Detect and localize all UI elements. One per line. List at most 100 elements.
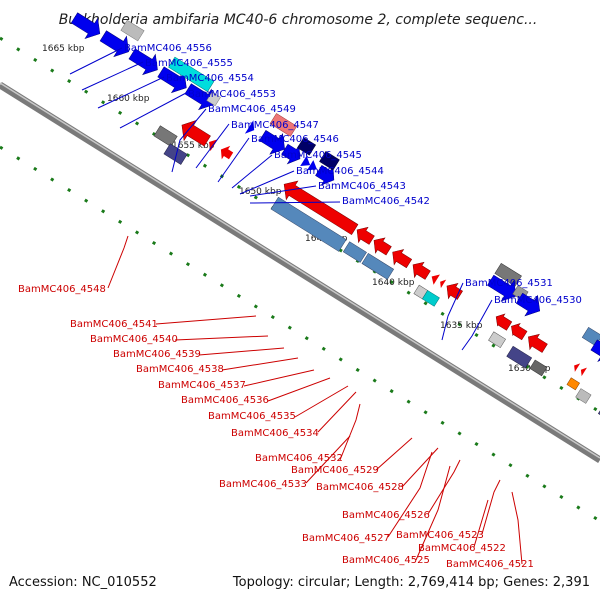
label-leader-line [69,47,123,75]
chromosome-backbone-highlight [0,82,600,459]
reverse-gene-labels: BamMC406_4548 BamMC406_4541 BamMC406_454… [18,284,534,570]
gene-arrow-reverse[interactable] [571,361,581,372]
gene-block-slate[interactable] [163,143,188,165]
gene-label[interactable]: BamMC406_4546 [251,134,339,145]
reverse-label-leaders [107,235,523,565]
gene-label[interactable]: BamMC406_4521 [446,559,534,570]
gene-arrow-forward[interactable] [182,79,220,115]
gene-arrow-forward[interactable] [513,288,546,321]
gene-label[interactable]: BamMC406_4555 [145,58,233,69]
gene-block-gray[interactable] [120,19,145,42]
ruler-label: 1640 kbp [372,278,415,288]
label-leader-line [305,435,351,484]
gene-label[interactable]: BamMC406_4542 [342,196,430,207]
gene-label[interactable]: BamMC406_4532 [255,453,343,464]
gene-arrow-reverse[interactable] [437,277,447,289]
label-leader-line [81,61,144,91]
gene-label[interactable]: BamMC406_4534 [231,428,319,439]
gene-arrow-reverse[interactable] [492,311,513,331]
gene-label[interactable]: BamMC406_4541 [70,319,158,330]
gene-block-gray[interactable] [488,331,506,349]
gene-arrow-reverse[interactable] [387,245,413,271]
gene-label[interactable]: BamMC406_4536 [181,395,269,406]
gene-arrow-reverse[interactable] [508,320,529,341]
label-leader-line [195,123,230,169]
gene-arrow-forward[interactable] [279,140,306,168]
gene-label[interactable]: BamMC406_4556 [124,43,212,54]
gene-label[interactable]: BamMC406_4545 [274,150,362,161]
gene-label[interactable]: BamMC406_4537 [158,380,246,391]
gene-arrow-reverse[interactable] [369,234,394,259]
gene-arrow-reverse[interactable] [408,258,433,283]
gene-arrow-forward[interactable] [306,160,320,174]
gene-arrow-reverse[interactable] [428,271,440,285]
gene-block-cyan[interactable] [421,290,440,307]
gene-label[interactable]: BamMC406_4523 [396,530,484,541]
gene-label[interactable]: BamMC406_4543 [318,181,406,192]
gene-arrow-reverse[interactable] [352,223,377,248]
label-leader-line [171,108,207,173]
gene-arrow-reverse[interactable] [217,143,236,163]
gene-label[interactable]: BamMC406_4527 [302,533,390,544]
gene-label[interactable]: BamMC406_4535 [208,411,296,422]
gene-label[interactable]: BamMC406_4553 [188,89,276,100]
gene-arrow-forward[interactable] [300,155,313,170]
gene-label[interactable]: BamMC406_4531 [465,278,553,289]
gene-arrow-forward[interactable] [484,270,522,306]
gene-arrow-forward[interactable] [256,125,291,159]
gene-arrow-forward[interactable] [244,120,259,137]
gene-arrow-reverse[interactable] [578,365,587,377]
forward-label-leaders [69,47,493,351]
gene-label[interactable]: BamMC406_4528 [316,482,404,493]
ruler-label: 1660 kbp [107,94,150,104]
gene-block-slate[interactable] [506,345,533,369]
gene-label[interactable]: BamMC406_4544 [296,166,384,177]
forward-strand-genes [68,8,600,366]
gene-arrow-forward[interactable] [97,26,135,62]
label-leader-line [267,377,331,402]
gene-label[interactable]: BamMC406_4530 [494,295,582,306]
gene-label[interactable]: BamMC406_4547 [231,120,319,131]
gene-block-steelblue[interactable] [342,241,367,263]
gene-arrow-forward[interactable] [588,335,600,366]
gene-label[interactable]: BamMC406_4540 [90,334,178,345]
gene-block-navy[interactable] [297,137,317,156]
gene-arrow-forward[interactable] [126,44,164,80]
gene-label[interactable]: BamMC406_4525 [342,555,430,566]
gene-label[interactable]: BamMC406_4533 [219,479,307,490]
gene-arrow-forward[interactable] [68,8,106,44]
gene-label[interactable]: BamMC406_4522 [418,543,506,554]
gene-label[interactable]: BamMC406_4548 [18,284,106,295]
label-leader-line [243,369,315,387]
gene-label[interactable]: BamMC406_4538 [136,364,224,375]
gene-block-gray[interactable] [529,359,548,377]
gene-label[interactable]: BamMC406_4539 [113,349,201,360]
gene-label[interactable]: BamMC406_4526 [342,510,430,521]
gene-label[interactable]: BamMC406_4529 [291,465,379,476]
gene-block-pink[interactable] [269,113,298,137]
gene-block-gray[interactable] [206,91,221,107]
gene-arrow-reverse[interactable] [442,279,465,303]
gene-block-gray[interactable] [494,262,522,287]
gene-block-gray[interactable] [153,125,178,147]
gene-block-navy[interactable] [319,151,340,171]
label-leader-line [317,391,357,433]
gene-block-gray[interactable] [575,388,592,404]
ruler-label: 1665 kbp [42,44,85,54]
label-leader-line [221,357,299,371]
gene-label[interactable]: BamMC406_4549 [208,104,296,115]
topology-text: Topology: circular; Length: 2,769,414 bp… [232,575,590,590]
ruler-label: 1630 kbp [508,364,551,374]
gene-arrow-reverse[interactable] [278,176,361,239]
label-leader-line [231,154,273,189]
gene-block-orange[interactable] [566,377,580,391]
gene-arrow-forward[interactable] [313,161,340,189]
ruler-label: 1635 kbp [440,321,483,331]
label-leader-line [511,491,523,565]
gene-block-steelblue[interactable] [361,252,395,280]
gene-label[interactable]: BamMC406_4554 [166,73,254,84]
gene-block-cyan[interactable] [168,56,215,92]
label-leader-line [119,92,187,129]
gene-arrow-reverse[interactable] [523,330,549,356]
